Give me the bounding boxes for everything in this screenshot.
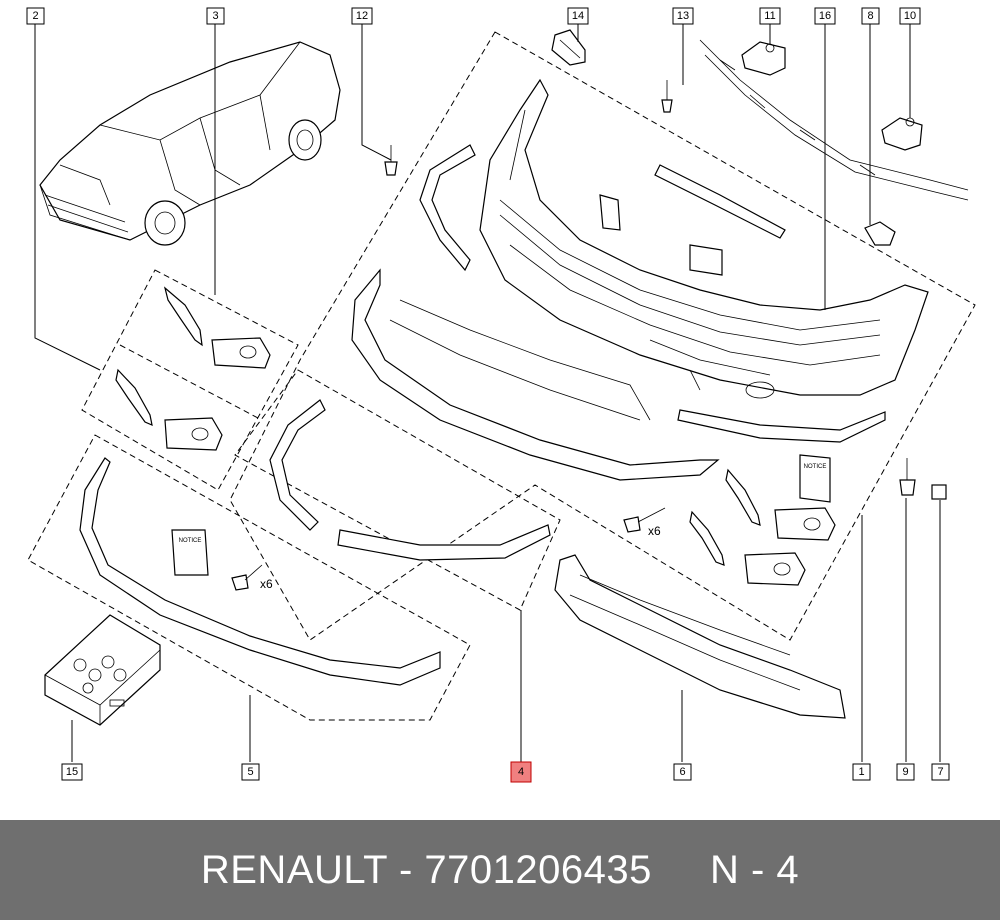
callout-10: 10	[899, 7, 921, 25]
callout-12: 12	[351, 7, 373, 25]
notice-booklet-left: NOTICE	[171, 529, 209, 576]
lower-spoiler-4	[351, 268, 720, 481]
quantity-label: x6	[260, 577, 273, 591]
svg-text:10: 10	[904, 10, 916, 22]
bumper-side-trim-left	[419, 144, 476, 272]
notice-label: NOTICE	[804, 464, 827, 470]
svg-text:8: 8	[867, 10, 873, 22]
callout-14: 14	[567, 7, 589, 25]
svg-text:2: 2	[32, 10, 38, 22]
callout-15: 15	[61, 763, 83, 781]
spoiler-group-outline	[27, 434, 471, 721]
screw-12	[384, 145, 398, 176]
svg-text:3: 3	[212, 10, 218, 22]
svg-text:5: 5	[247, 766, 253, 778]
callout-8: 8	[861, 7, 880, 25]
part-number-text: RENAULT - 7701206435 N - 4	[200, 847, 800, 892]
bumper-reinforcement	[699, 39, 969, 201]
svg-text:11: 11	[764, 10, 775, 22]
lip-spoiler-5	[79, 457, 441, 686]
svg-text:6: 6	[679, 766, 685, 778]
strip-group-outline	[234, 369, 561, 611]
callout-6: 6	[673, 763, 692, 781]
bumper-lower-trim	[677, 409, 886, 443]
screw-13	[661, 80, 673, 113]
svg-text:4: 4	[518, 766, 524, 778]
group-outlines	[27, 31, 976, 721]
moulding-strip-lower	[337, 524, 551, 561]
svg-text:9: 9	[902, 766, 908, 778]
svg-text:16: 16	[819, 10, 831, 22]
svg-text:13: 13	[677, 10, 689, 22]
callout-9: 9	[896, 763, 915, 781]
callout-4-highlighted: 4	[510, 761, 532, 783]
callout-16: 16	[814, 7, 836, 25]
fastener-left: x6	[231, 564, 273, 591]
callout-7: 7	[931, 763, 950, 781]
bracket-center	[599, 194, 723, 276]
callout-13: 13	[672, 7, 694, 25]
exploded-parts-diagram: NOTICE NOTICE x6 x6	[26, 7, 976, 783]
quantity-label: x6	[648, 524, 661, 538]
clip-7	[931, 484, 947, 500]
moulding-strip-left	[269, 399, 326, 531]
callout-1: 1	[852, 763, 871, 781]
svg-text:7: 7	[937, 766, 943, 778]
air-deflector-6	[554, 554, 846, 719]
bracket-14	[551, 29, 586, 66]
notice-label: NOTICE	[179, 538, 202, 544]
clip-10	[881, 117, 923, 151]
grille-group-outline	[81, 269, 299, 491]
leader-lines	[34, 24, 941, 762]
front-bumper-cover	[479, 78, 929, 399]
fastener-right: x6	[623, 507, 666, 538]
fog-grille-set-upper	[163, 286, 271, 369]
car-illustration	[39, 41, 341, 246]
notice-booklet-right: NOTICE	[799, 454, 831, 503]
clip-11	[741, 41, 786, 76]
svg-text:14: 14	[572, 10, 584, 22]
upper-grille-insert	[654, 164, 786, 239]
callout-5: 5	[241, 763, 260, 781]
svg-text:1: 1	[858, 766, 864, 778]
fog-grille-set-lower	[115, 368, 223, 451]
callout-2: 2	[26, 7, 45, 25]
callout-3: 3	[206, 7, 225, 25]
callout-11: 11	[759, 7, 781, 25]
hardware-kit-box	[44, 614, 161, 726]
svg-text:12: 12	[356, 10, 368, 22]
part-number-banner: RENAULT - 7701206435 N - 4	[0, 820, 1000, 920]
main-group-outline	[229, 31, 976, 641]
clip-8	[864, 221, 896, 246]
fog-grille-set-right	[689, 468, 836, 586]
screw-9	[899, 458, 916, 496]
svg-text:15: 15	[66, 766, 78, 778]
